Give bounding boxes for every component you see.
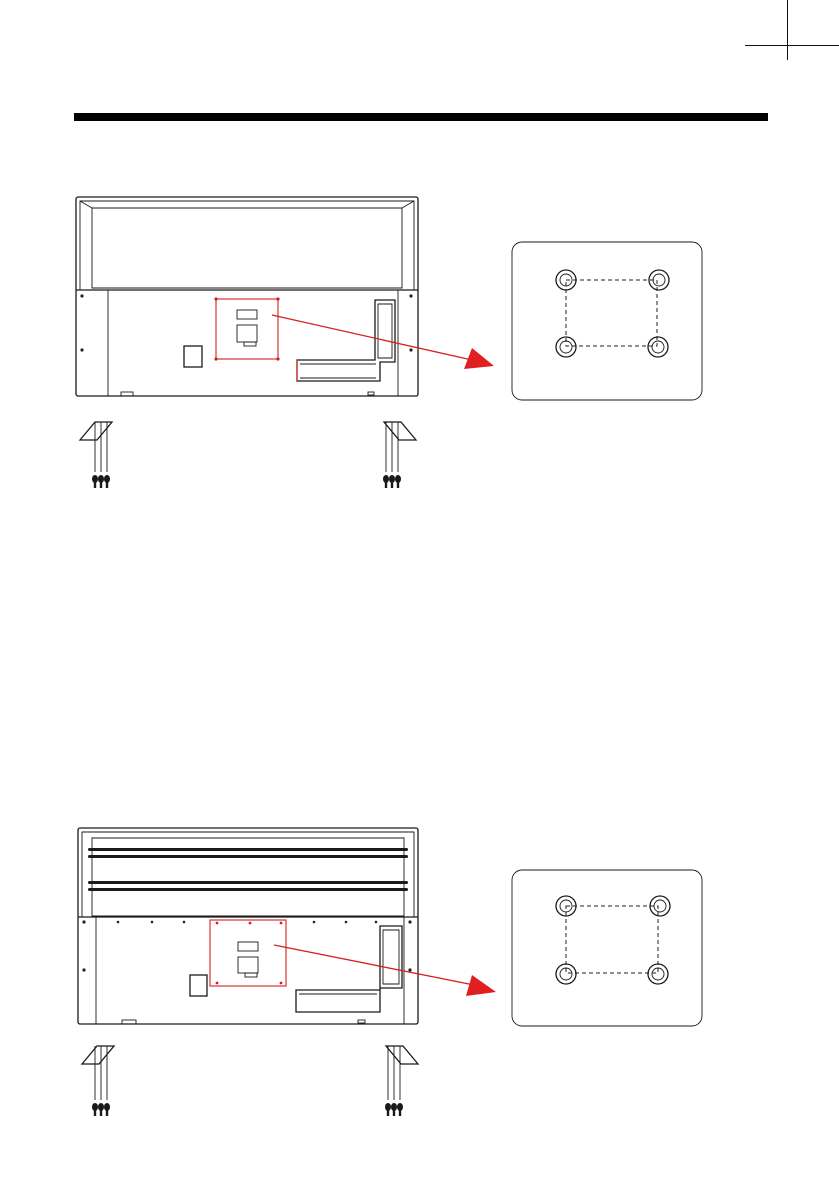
screw-icon [92,1103,403,1116]
tv-back-icon [78,828,418,1024]
stand-leg-icon [82,1046,418,1100]
mount-holes-icon [512,870,702,1026]
mount-region-highlight [210,920,286,986]
